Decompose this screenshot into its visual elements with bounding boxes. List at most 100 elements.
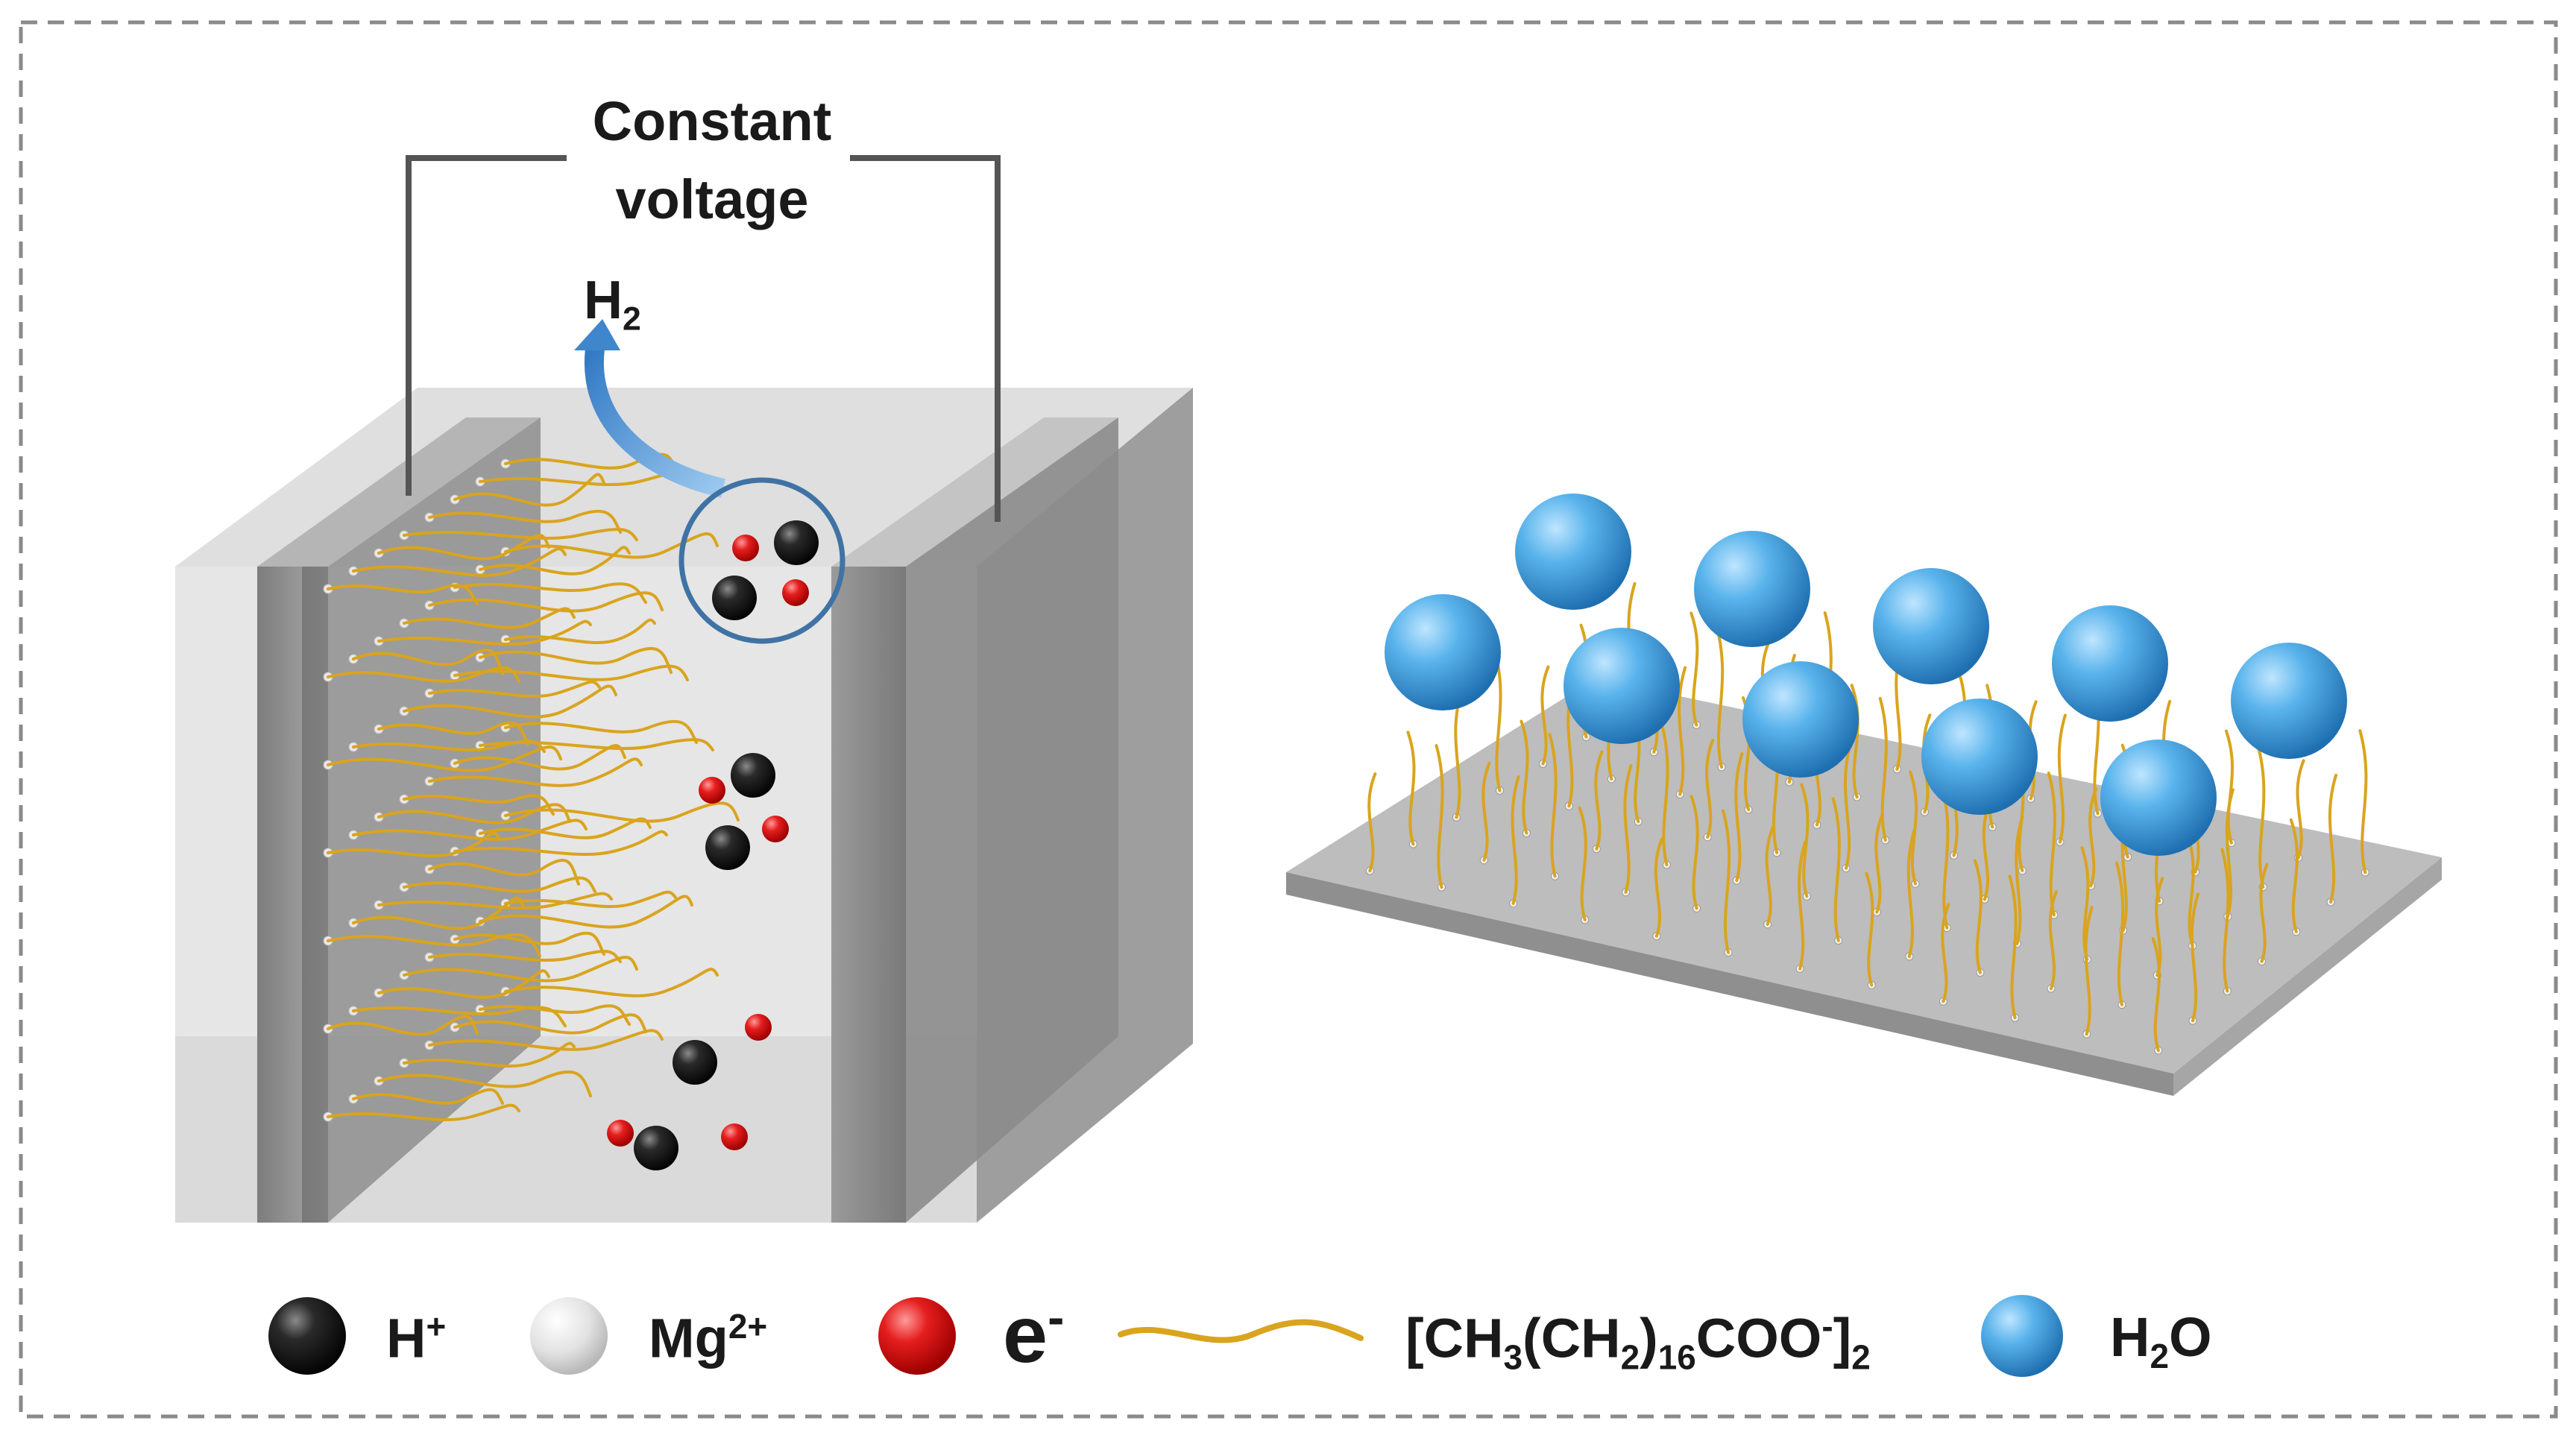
legend-electron-symbol: e bbox=[1003, 1289, 1048, 1379]
h2-subscript: 2 bbox=[623, 300, 641, 338]
stearate-chain bbox=[327, 933, 541, 957]
surface-chain bbox=[2114, 861, 2125, 1006]
legend-electron-charge: - bbox=[1048, 1290, 1065, 1346]
surface-chain bbox=[1874, 813, 1884, 914]
surface-chain bbox=[1906, 828, 1916, 959]
stearate-chain bbox=[327, 745, 562, 772]
stearate-chain bbox=[403, 684, 617, 719]
stearate-chain bbox=[453, 744, 626, 771]
stearate-chain bbox=[352, 1006, 567, 1027]
surface-chain bbox=[1540, 665, 1550, 766]
electron-particle bbox=[699, 777, 725, 804]
stearate-chain bbox=[352, 648, 504, 675]
surface-chain bbox=[1715, 623, 1725, 769]
surface-chain bbox=[2220, 848, 2230, 993]
stearate-chain bbox=[403, 956, 638, 983]
stearate-chain bbox=[327, 1015, 479, 1036]
stearate-chain bbox=[377, 620, 592, 646]
outer-dashed-frame bbox=[19, 20, 2558, 1419]
stearate-sub: 3 bbox=[1503, 1337, 1523, 1377]
legend-stearate-chain-icon bbox=[1118, 1319, 1364, 1343]
surface-chain bbox=[2224, 729, 2235, 845]
surface-chain bbox=[2328, 773, 2338, 904]
surface-chain bbox=[1520, 719, 1529, 835]
reaction-zone-circle bbox=[678, 477, 845, 644]
surface-chain bbox=[1623, 763, 1633, 894]
stearate-chain bbox=[453, 830, 668, 857]
legend-water-sub: 2 bbox=[2150, 1336, 2169, 1375]
water-droplet bbox=[1563, 628, 1680, 744]
legend-water-o: O bbox=[2168, 1306, 2212, 1368]
left-electrode-coating bbox=[302, 567, 328, 1223]
stearate-chain bbox=[479, 1004, 631, 1026]
stearate-chain bbox=[403, 528, 638, 541]
surface-chain bbox=[1831, 797, 1841, 942]
stearate-chain bbox=[504, 618, 656, 645]
surface-chain bbox=[1654, 837, 1663, 938]
water-droplet bbox=[2052, 605, 2168, 722]
surface-chain bbox=[1798, 840, 1807, 971]
electron-particle bbox=[732, 535, 759, 561]
hydrophobic-surface bbox=[1286, 494, 2442, 1096]
legend-stearate-label: [CH3(CH2)16COO-]2 bbox=[1405, 1307, 1871, 1377]
stearate-chain bbox=[479, 895, 693, 929]
stearate-sub: 2 bbox=[1620, 1337, 1640, 1377]
electron-particle bbox=[745, 1014, 772, 1041]
stearate-part: ) bbox=[1640, 1307, 1658, 1369]
h2-gas-label: H2 bbox=[584, 270, 641, 338]
electron-particle bbox=[721, 1123, 748, 1150]
surface-chain bbox=[1865, 871, 1874, 987]
right-electrode-top bbox=[831, 417, 1118, 567]
electron-particle bbox=[762, 816, 789, 842]
surface-chain bbox=[2084, 906, 2094, 1036]
stearate-chain bbox=[403, 607, 576, 629]
stearate-chain bbox=[504, 890, 677, 909]
stearate-chain bbox=[428, 858, 580, 886]
legend-proton-label: H+ bbox=[386, 1307, 446, 1369]
water-droplet bbox=[1515, 494, 1631, 610]
legend-water-icon bbox=[1981, 1295, 2063, 1377]
legend-proton-symbol: H bbox=[386, 1307, 426, 1369]
water-droplet bbox=[1694, 531, 1810, 647]
substrate-front bbox=[1286, 872, 2173, 1096]
surface-chain bbox=[1705, 738, 1715, 839]
surface-chain bbox=[1800, 783, 1810, 898]
left-wire bbox=[406, 155, 567, 496]
stearate-chain bbox=[504, 532, 719, 559]
stearate-chain bbox=[377, 969, 550, 999]
circuit-label-line2: voltage bbox=[615, 168, 809, 230]
stearate-chain bbox=[479, 546, 631, 576]
legend-magnesium-label: Mg2+ bbox=[649, 1307, 768, 1369]
stearate-chain bbox=[453, 582, 647, 604]
surface-chain bbox=[1850, 684, 1859, 799]
stearate-chain bbox=[428, 680, 601, 699]
stearate-chain bbox=[403, 876, 596, 893]
legend-water-label: H2O bbox=[2110, 1310, 2212, 1374]
surface-chain bbox=[1940, 784, 1950, 930]
electrolysis-cell bbox=[175, 155, 1193, 1223]
stearate-chain bbox=[352, 1088, 504, 1105]
surface-chain bbox=[1511, 775, 1520, 905]
legend-magnesium-charge: 2+ bbox=[728, 1307, 768, 1346]
stearate-chain bbox=[504, 453, 677, 470]
stearate-chain bbox=[479, 646, 673, 674]
stearate-part: [CH bbox=[1405, 1307, 1504, 1369]
surface-chain bbox=[1493, 647, 1502, 792]
legend-water-h: H bbox=[2110, 1306, 2150, 1368]
stearate-chain bbox=[504, 968, 719, 997]
proton-particle bbox=[774, 520, 819, 565]
stearate-chain bbox=[327, 666, 520, 683]
surface-chain bbox=[1660, 721, 1669, 866]
cell-particles bbox=[607, 520, 819, 1170]
stearate-chain bbox=[377, 892, 613, 910]
right-wire bbox=[850, 155, 1001, 522]
proton-particle bbox=[634, 1126, 678, 1170]
circuit-label-line1: Constant bbox=[592, 90, 832, 152]
stearate-chain bbox=[377, 803, 571, 825]
surface-chain bbox=[1678, 666, 1687, 796]
surface-chain bbox=[1973, 859, 1983, 974]
surface-chain bbox=[1435, 744, 1444, 889]
water-droplet bbox=[1921, 699, 2038, 815]
legend-magnesium-symbol: Mg bbox=[649, 1307, 728, 1369]
